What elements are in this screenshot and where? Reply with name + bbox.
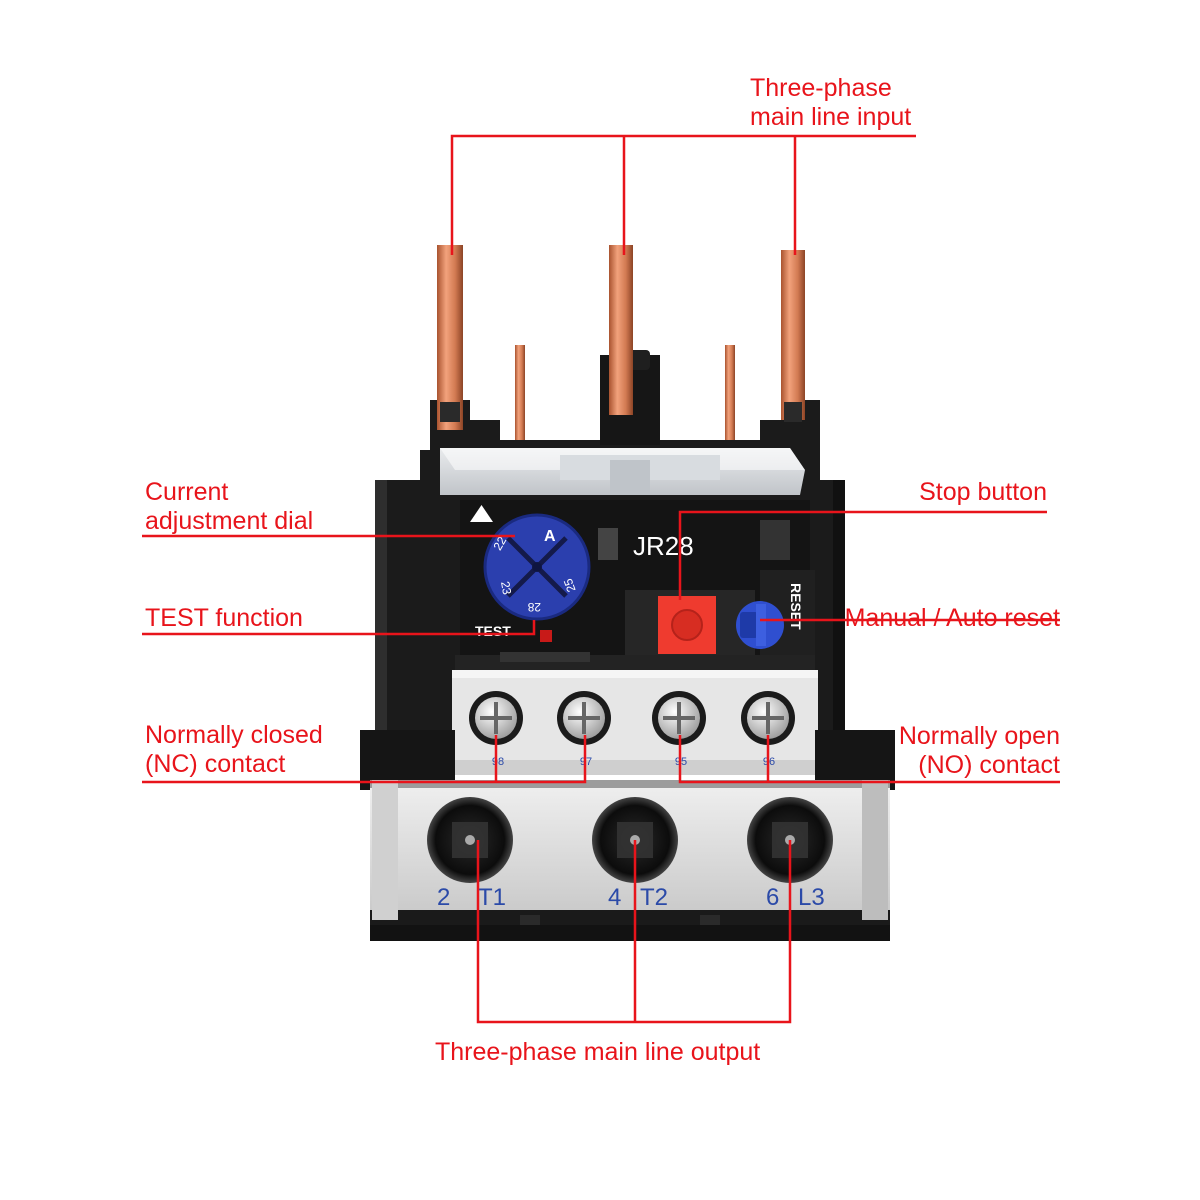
label-three-phase-input: Three-phase main line input — [750, 74, 912, 131]
label-normally-closed-contact: Normally closed (NC) contact — [145, 721, 323, 778]
leader-lines — [142, 134, 1060, 1024]
terminal-name-t1: T1 — [478, 884, 506, 911]
contact-screws — [469, 691, 795, 745]
dial-unit: A — [544, 528, 556, 545]
terminal-name-t2: T2 — [640, 884, 668, 911]
label-stop-button: Stop button — [919, 478, 1047, 506]
reset-text: RESET — [788, 583, 804, 630]
terminal-number-4: 4 — [608, 884, 621, 911]
label-current-adjustment-dial: Current adjustment dial — [145, 478, 314, 535]
dial-mark: 23 — [498, 580, 514, 596]
model-label: JR28 — [633, 531, 694, 561]
terminal-name-l3: L3 — [798, 884, 825, 911]
label-normally-open-contact: Normally open (NO) contact — [898, 722, 1060, 779]
output-terminals — [427, 797, 833, 883]
terminal-number-2: 2 — [437, 884, 450, 911]
label-three-phase-output: Three-phase main line output — [435, 1038, 761, 1066]
terminal-number-6: 6 — [766, 884, 779, 911]
label-manual-auto-reset: Manual / Auto reset — [844, 604, 1060, 632]
dial-mark: 28 — [527, 600, 541, 614]
test-text: TEST — [475, 623, 511, 639]
dial-mark: 22 — [490, 534, 509, 553]
label-test-function: TEST function — [145, 604, 303, 632]
input-pins — [437, 245, 805, 440]
contact-number-98: 98 — [492, 756, 504, 768]
dial-mark: 25 — [561, 576, 579, 594]
